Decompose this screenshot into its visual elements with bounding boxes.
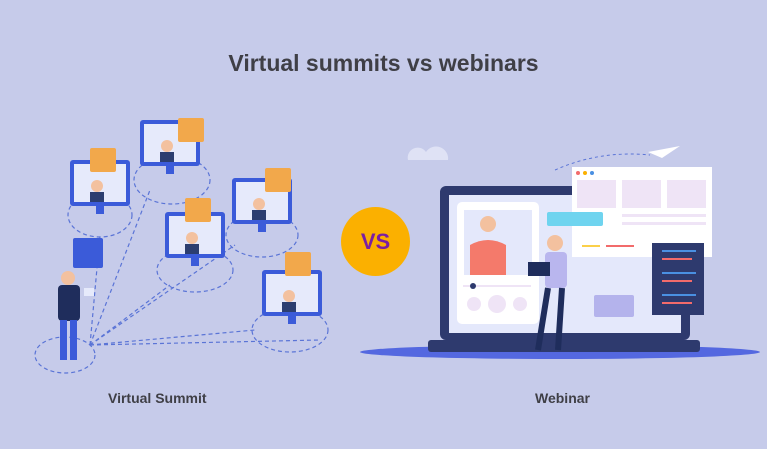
chat-bubble-icon <box>90 148 116 172</box>
vs-badge: VS <box>341 207 410 276</box>
webinar-illustration <box>360 146 760 359</box>
chat-bubble-icon <box>285 252 311 276</box>
monitor-icon <box>262 270 322 324</box>
webinar-label: Webinar <box>535 390 590 406</box>
page-title: Virtual summits vs webinars <box>228 50 539 76</box>
paper-plane-icon <box>648 146 680 158</box>
monitor-icon <box>165 212 225 266</box>
chat-bubbles <box>73 118 311 276</box>
cloud-icon <box>407 146 449 160</box>
chat-bubble-icon <box>178 118 204 142</box>
monitors <box>70 120 322 324</box>
speech-bubble <box>547 212 603 226</box>
monitor-icon <box>140 120 200 174</box>
person-figure <box>58 271 94 360</box>
virtual-summit-label: Virtual Summit <box>108 390 207 406</box>
chat-bubble-icon <box>73 238 103 268</box>
chat-bubble-icon <box>265 168 291 192</box>
chat-bubble-icon <box>185 198 211 222</box>
code-panel <box>652 243 704 315</box>
monitor-icon <box>70 160 130 214</box>
